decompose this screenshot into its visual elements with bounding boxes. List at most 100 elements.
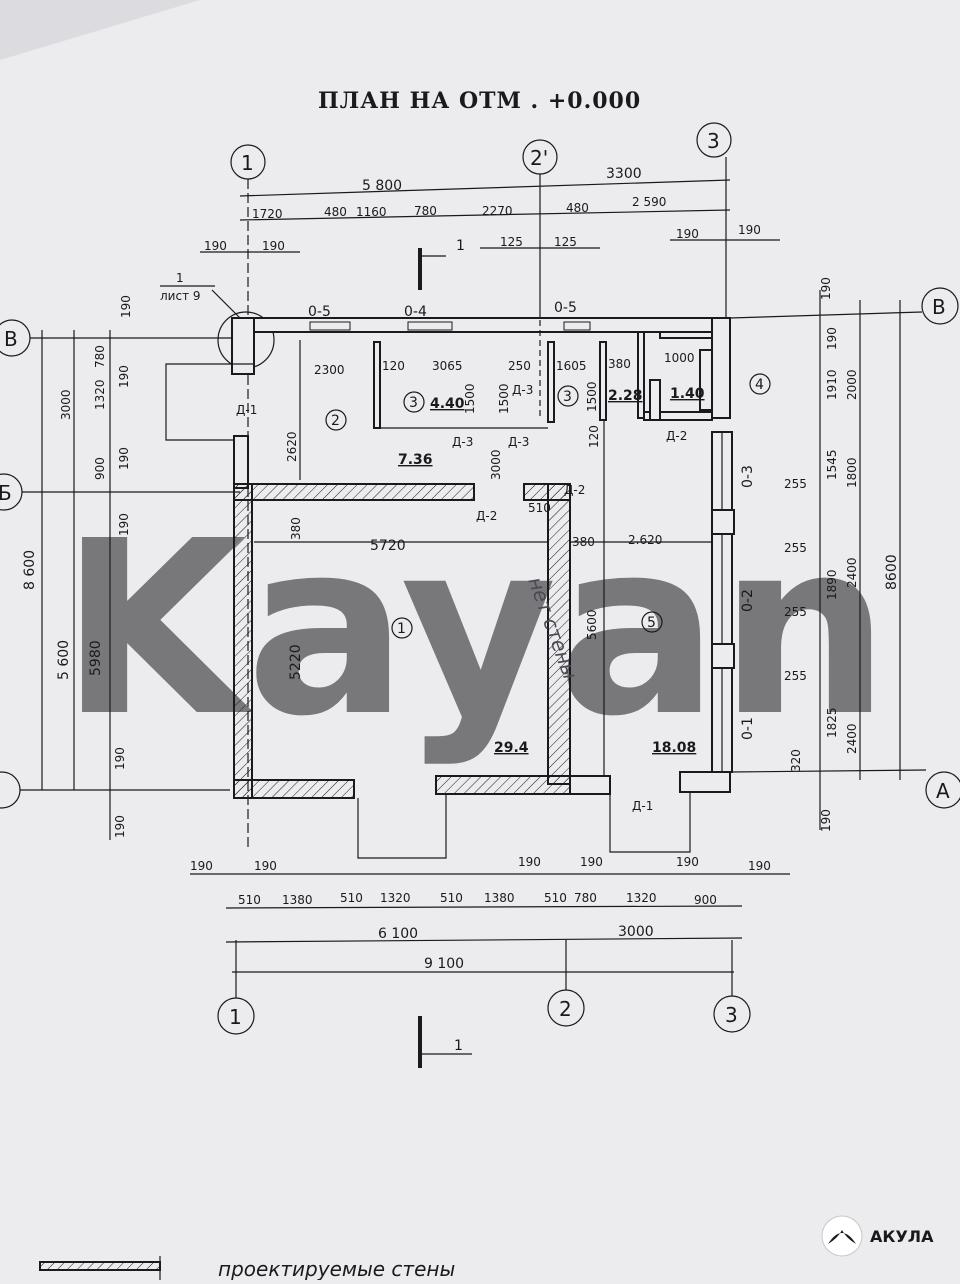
svg-text:8 600: 8 600: [22, 550, 38, 590]
svg-text:1825: 1825: [825, 707, 839, 738]
svg-text:4: 4: [755, 377, 764, 393]
svg-text:190: 190: [117, 365, 131, 388]
dim-top-5800: 5 800: [362, 178, 402, 194]
svg-text:18.08: 18.08: [652, 740, 696, 756]
svg-text:190: 190: [676, 227, 699, 241]
svg-text:3: 3: [563, 389, 572, 405]
shark-icon: [828, 1230, 856, 1244]
svg-text:780: 780: [93, 345, 107, 368]
svg-text:1: 1: [241, 151, 254, 175]
svg-text:190: 190: [113, 815, 127, 838]
door-labels: Д-1 Д-3 Д-3 Д-3 Д-2 Д-2 Д-2 Д-1: [236, 383, 687, 813]
svg-text:190: 190: [113, 747, 127, 770]
dim-line-top-row2: [239, 209, 731, 221]
svg-text:0-1: 0-1: [740, 717, 756, 740]
axis-bubble-1-top: 1: [230, 144, 266, 850]
svg-text:Д-1: Д-1: [236, 403, 257, 417]
svg-text:1500: 1500: [585, 381, 599, 412]
svg-text:255: 255: [784, 605, 807, 619]
dim-left-values: 190 3000 1320 780 190 900 190 190 8 600 …: [22, 295, 133, 838]
dim-bottom-9100: 9 100: [424, 956, 464, 972]
axis-bubble-2p-top: 2': [522, 139, 558, 320]
dim-bottom-6100: 6 100: [378, 926, 418, 942]
legend-projected-walls: проектируемые стены: [39, 1256, 455, 1281]
room-5: 5 18.08: [641, 611, 696, 756]
axis-bubble-B-right: B: [729, 287, 959, 325]
dim-line-bottom-row2: [225, 905, 743, 909]
svg-text:1500: 1500: [463, 383, 477, 414]
svg-text:2: 2: [559, 997, 572, 1021]
axis-bubble-3-bottom: 3: [713, 940, 751, 1033]
plan-title: ПЛАН НА ОТМ . +0.000: [318, 88, 641, 114]
axis-bubble-3-top: 3: [696, 122, 732, 320]
svg-text:380: 380: [289, 517, 303, 540]
svg-text:3: 3: [707, 129, 720, 153]
dim-bottom-row2: 510 1380 510 1320 510 1380 510 780 1320 …: [238, 891, 717, 907]
svg-text:190: 190: [254, 859, 277, 873]
axis-bubble-1-bottom: 1: [217, 940, 255, 1035]
svg-text:0-2: 0-2: [740, 589, 756, 612]
svg-text:Д-3: Д-3: [512, 383, 533, 397]
svg-text:0-5: 0-5: [554, 300, 577, 316]
svg-text:190: 190: [676, 855, 699, 869]
svg-text:1910: 1910: [825, 369, 839, 400]
dim-line-bottom-row3: [225, 937, 743, 943]
svg-text:1800: 1800: [845, 457, 859, 488]
svg-text:1320: 1320: [93, 379, 107, 410]
svg-text:5720: 5720: [370, 538, 406, 554]
svg-text:1380: 1380: [282, 893, 313, 907]
svg-text:5: 5: [647, 615, 656, 631]
svg-text:320: 320: [789, 749, 803, 772]
svg-text:7.36: 7.36: [398, 452, 433, 468]
svg-text:190: 190: [204, 239, 227, 253]
svg-text:190: 190: [518, 855, 541, 869]
dim-top-row3: 190 190 125 125 190 190: [204, 223, 761, 253]
svg-text:1: 1: [229, 1005, 242, 1029]
interior-dimensions: 2300 120 3065 250 1605 380 1000 1500 150…: [254, 351, 712, 680]
svg-text:190: 190: [190, 859, 213, 873]
axis-bubble-B-left: B: [0, 319, 240, 357]
svg-text:2620: 2620: [285, 431, 299, 462]
svg-text:190: 190: [117, 447, 131, 470]
svg-text:3: 3: [409, 395, 418, 411]
svg-text:120: 120: [382, 359, 405, 373]
svg-text:1: 1: [176, 271, 184, 285]
svg-text:190: 190: [748, 859, 771, 873]
svg-text:Д-2: Д-2: [666, 429, 687, 443]
svg-text:190: 190: [738, 223, 761, 237]
svg-text:3065: 3065: [432, 359, 463, 373]
dim-top-3300: 3300: [606, 166, 642, 182]
svg-text:Д-2: Д-2: [564, 483, 585, 497]
svg-text:5 600: 5 600: [56, 640, 72, 680]
building-outline: [165, 317, 735, 859]
section-mark-top: 1: [418, 238, 465, 290]
svg-text:480: 480: [566, 201, 589, 215]
svg-text:2000: 2000: [845, 369, 859, 400]
paper-fold: [0, 0, 200, 60]
svg-text:5220: 5220: [288, 644, 304, 680]
svg-text:190: 190: [580, 855, 603, 869]
svg-text:190: 190: [819, 809, 833, 832]
svg-text:1720: 1720: [252, 207, 283, 221]
svg-text:0-3: 0-3: [740, 465, 756, 488]
svg-text:Д-3: Д-3: [452, 435, 473, 449]
svg-text:B: B: [932, 295, 946, 319]
svg-text:3000: 3000: [59, 389, 73, 420]
svg-text:0-5: 0-5: [308, 304, 331, 320]
watermark: Kayan: [60, 489, 890, 769]
svg-text:2.620: 2.620: [628, 533, 662, 547]
svg-text:1: 1: [456, 238, 465, 254]
svg-text:29.4: 29.4: [494, 740, 529, 756]
axis-bubble-A-right: A: [729, 769, 960, 809]
svg-text:780: 780: [414, 204, 437, 218]
svg-text:1320: 1320: [626, 891, 657, 905]
svg-text:1320: 1320: [380, 891, 411, 905]
room-3a: 3 4.40: [403, 391, 465, 413]
svg-text:АКУЛА: АКУЛА: [870, 1227, 934, 1246]
dim-top-row2: 1720 480 1160 780 2270 480 2 590: [252, 195, 666, 221]
svg-text:1160: 1160: [356, 205, 387, 219]
akula-logo: АКУЛА: [821, 1215, 934, 1257]
svg-text:190: 190: [117, 513, 131, 536]
svg-text:255: 255: [784, 669, 807, 683]
svg-text:2400: 2400: [845, 557, 859, 588]
